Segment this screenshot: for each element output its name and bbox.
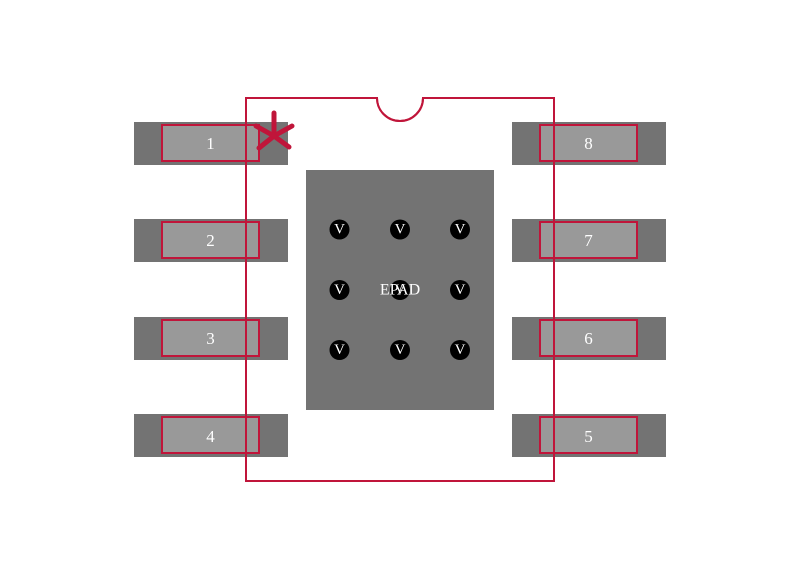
pin-5-inner — [539, 416, 638, 454]
pin-5[interactable]: 5 — [512, 414, 666, 457]
via-circle — [390, 280, 410, 300]
right-pin-column: 8 7 6 5 — [512, 122, 666, 457]
pin-4-label: 4 — [206, 427, 215, 446]
via-label: V — [334, 342, 345, 358]
pin-7-label: 7 — [584, 231, 593, 250]
pin-3[interactable]: 3 — [134, 317, 288, 360]
via-label: V — [395, 282, 406, 298]
via-label: V — [455, 222, 466, 238]
via-label: V — [334, 222, 345, 238]
via-circle — [390, 340, 410, 360]
pin-6-inner — [539, 319, 638, 357]
pin-8-label: 8 — [584, 134, 593, 153]
via-circle — [450, 219, 470, 240]
via-circle — [450, 280, 470, 300]
asterisk-icon — [253, 110, 295, 151]
pin-2-inner — [161, 221, 260, 259]
via-grid: V V V V V V V V V — [329, 219, 470, 360]
via: V — [390, 340, 410, 360]
via-circle — [329, 219, 350, 240]
pin-3-label: 3 — [206, 329, 215, 348]
via: V — [450, 219, 470, 240]
via-label: V — [395, 222, 406, 238]
via: V — [450, 280, 470, 300]
pin-7-inner — [539, 221, 638, 259]
pin-8[interactable]: 8 — [512, 122, 666, 165]
pin-5-label: 5 — [584, 427, 593, 446]
pin-3-inner — [161, 319, 260, 357]
via: V — [329, 280, 350, 300]
left-pin-column: 1 2 3 4 — [134, 122, 288, 457]
via-circle — [329, 340, 350, 360]
via-label: V — [334, 282, 345, 298]
via-circle — [329, 280, 350, 300]
pin-1-inner — [161, 124, 260, 162]
pin-4-inner — [161, 416, 260, 454]
pin-8-inner — [539, 124, 638, 162]
pin-6-label: 6 — [584, 329, 593, 348]
via-circle — [450, 340, 470, 360]
pin-2[interactable]: 2 — [134, 219, 288, 262]
via: V — [390, 219, 410, 240]
via: V — [329, 219, 350, 240]
via-label: V — [455, 282, 466, 298]
via: V — [450, 340, 470, 360]
pin-1-label: 1 — [206, 134, 215, 153]
pin-4[interactable]: 4 — [134, 414, 288, 457]
via-label: V — [455, 342, 466, 358]
pin-2-label: 2 — [206, 231, 215, 250]
exposed-pad[interactable]: V V V V V V V V V EPAD — [306, 170, 494, 410]
via: V — [390, 280, 410, 300]
epad-label: EPAD — [380, 282, 420, 299]
pin-6[interactable]: 6 — [512, 317, 666, 360]
semicircle-notch-icon — [376, 97, 424, 122]
via-circle — [390, 219, 410, 240]
pin-7[interactable]: 7 — [512, 219, 666, 262]
via: V — [329, 340, 350, 360]
via-label: V — [395, 342, 406, 358]
